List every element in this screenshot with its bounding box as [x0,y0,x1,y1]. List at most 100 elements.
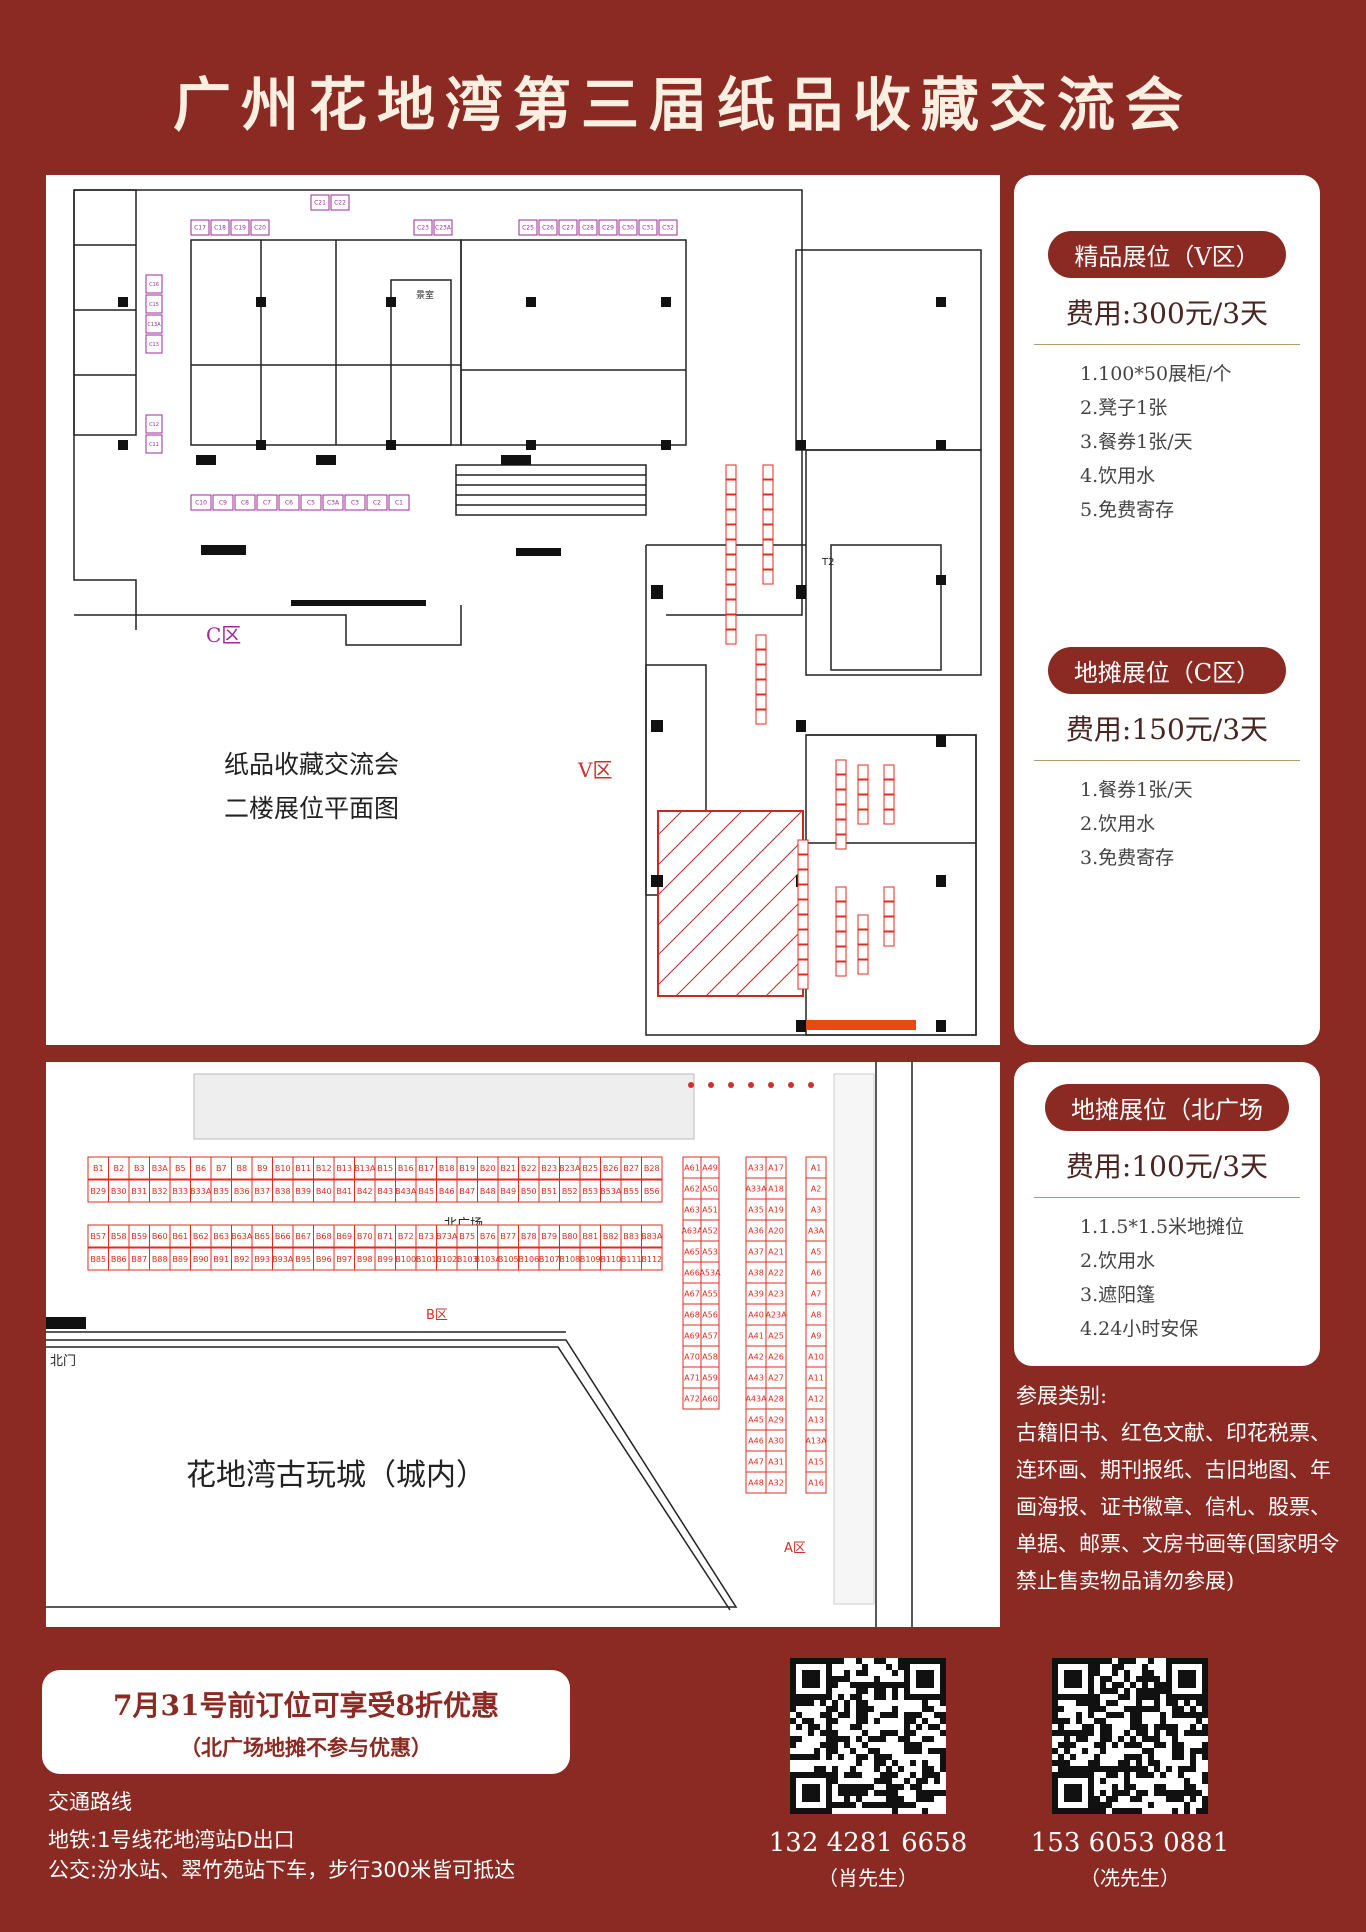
c-booth-label: C5 [307,500,315,507]
c-booth-label: C21 [314,200,326,207]
b-booth-label: B38 [275,1187,291,1196]
b-booth-label: B83A [641,1232,663,1241]
b-booth-label: B41 [336,1187,352,1196]
v-booth [835,931,847,947]
v-booth [762,554,774,570]
v-booth [857,779,869,795]
c-booth-label: C6 [285,500,293,507]
v-booth [857,944,869,960]
a-booth-label: A27 [768,1373,784,1382]
v-booth [835,886,847,902]
divider [1034,1197,1300,1198]
b-booth-label: B76 [480,1232,496,1241]
b-booth-label: B55 [623,1187,639,1196]
a-booth-label: A33A [745,1184,767,1193]
v-booth [883,794,895,810]
b-booth-label: B71 [377,1232,393,1241]
b-booth-label: B3A [152,1164,169,1173]
a-booth-label: A69 [684,1331,700,1340]
promo-box: 7月31号前订位可享受8折优惠 （北广场地摊不参与优惠） [42,1670,570,1774]
b-booth-label: B82 [603,1232,619,1241]
b-booth-label: B73A [436,1232,458,1241]
a-booth-label: A16 [808,1478,824,1487]
b-booth-label: B28 [644,1164,660,1173]
c-booth-label: C23 [417,225,429,232]
c-booth-label: C16 [149,282,159,288]
b-booth-label: B100 [395,1255,416,1264]
phone-number[interactable]: 132 4281 6658 [768,1828,968,1858]
v-booth [755,664,767,680]
b-booth-label: B19 [459,1164,475,1173]
b-booth-label: B87 [131,1255,147,1264]
a-booth-label: A68 [684,1310,700,1319]
b-booth-label: B110 [600,1255,621,1264]
c-booth-label: C22 [334,200,346,207]
c-booth [413,219,433,236]
v-booth [762,539,774,555]
plan-caption-2: 二楼展位平面图 [224,794,399,823]
qr-code-1[interactable] [790,1658,946,1814]
a-booth-label: A23A [765,1310,787,1319]
c-booth-label: C7 [263,500,271,507]
a-booth-label: A21 [768,1247,784,1256]
toilet-label: 景室 [416,289,434,301]
b-booth-label: B16 [398,1164,414,1173]
card-item: 3.遮阳篷 [1080,1284,1156,1306]
a-booth-label: A39 [748,1289,764,1298]
card-item: 3.免费寄存 [1080,847,1175,869]
b-booth-label: B39 [295,1187,311,1196]
v-booth [725,524,737,540]
v-booth [797,899,809,915]
v-booth [883,886,895,902]
zone-b-label: B区 [426,1308,448,1323]
v-booth [883,901,895,917]
c-booth [145,314,163,334]
b-booth-label: B61 [172,1232,188,1241]
b-booth-label: B65 [254,1232,270,1241]
a-booth-label: A62 [684,1184,700,1193]
a-booth-label: A43 [748,1373,764,1382]
b-booth-label: B40 [316,1187,332,1196]
b-booth-label: B2 [113,1164,124,1173]
c-booth [538,219,558,236]
b-booth-label: B33A [190,1187,212,1196]
b-booth-label: B23 [541,1164,557,1173]
v-booth [857,929,869,945]
north-plaza-plan: 北广场 B区 A区 北门 花地湾古玩城（城内） B1B2B3B3AB5B6B7B… [46,1062,1000,1627]
b-booth-label: B17 [418,1164,434,1173]
v-booth [725,584,737,600]
c-booth-label: C26 [542,225,554,232]
a-booth-label: A40 [748,1310,764,1319]
a-booth-label: A45 [748,1415,764,1424]
c-booth [518,219,538,236]
a-booth-label: A25 [768,1331,784,1340]
v-booth [762,509,774,525]
c-booth [618,219,638,236]
qr-code-2[interactable] [1052,1658,1208,1814]
phone-number[interactable]: 153 6053 0881 [1030,1828,1230,1858]
v-booth [725,554,737,570]
v-booth [755,694,767,710]
traffic-metro: 地铁:1号线花地湾站D出口 [48,1828,295,1852]
c-booth-label: C8 [241,500,249,507]
a-booth-label: A51 [702,1205,718,1214]
b-booth-label: B56 [644,1187,660,1196]
a-booth-label: A71 [684,1373,700,1382]
qr-code-icon [790,1658,946,1814]
b-booth-label: B77 [500,1232,516,1241]
c-booth [598,219,618,236]
b-booth-label: B91 [213,1255,229,1264]
a-booth-label: A18 [768,1184,784,1193]
a-booth-label: A53 [702,1247,718,1256]
v-booth [835,916,847,932]
b-booth-label: B78 [521,1232,537,1241]
card-badge: 地摊展位（北广场 [1045,1084,1289,1131]
c-booth-label: C11 [149,442,159,448]
b-booth-label: B5 [175,1164,186,1173]
v-booth [755,634,767,650]
poster-title: 广州花地湾第三届纸品收藏交流会 [172,71,1193,139]
b-booth-label: B90 [193,1255,209,1264]
a-booth-label: A15 [808,1457,824,1466]
